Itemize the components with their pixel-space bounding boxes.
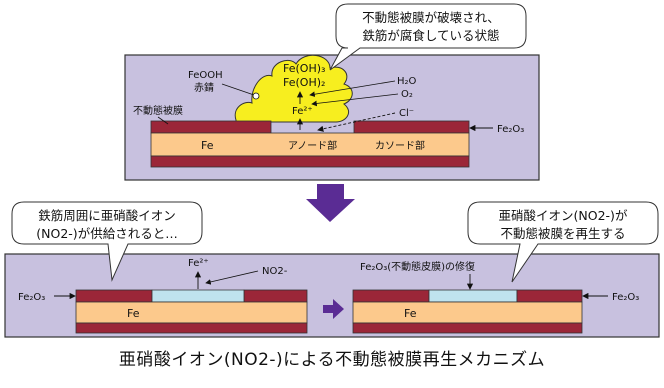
callout-top-line2: 鉄筋が腐食している状態 <box>362 28 499 43</box>
label-anode: アノード部 <box>288 139 337 152</box>
label-cathode: カソード部 <box>375 139 425 152</box>
bl-film-left <box>75 289 153 303</box>
label-fe-top: Fe <box>201 139 214 152</box>
label-h2o: H₂O <box>397 76 417 87</box>
callout-bottom-left-line2: (NO2-)が供給されると… <box>36 226 177 241</box>
callout-bottom-left-line1: 鉄筋周囲に亜硝酸イオン <box>38 208 176 223</box>
bl-film-bottom <box>75 322 308 334</box>
pointer-feooh <box>221 83 255 96</box>
arrow-o2 <box>311 93 399 107</box>
callout-bottom-right-line1: 亜硝酸イオン(NO2-)が <box>499 208 628 223</box>
br-film-right <box>516 289 583 303</box>
bl-nitrite-layer <box>151 289 245 303</box>
pointer-passive-film <box>157 116 169 125</box>
label-fe2o3-br: Fe₂O₃ <box>612 292 639 303</box>
br-repaired-film <box>428 289 518 303</box>
label-feoh3: Fe(OH)₃ <box>283 62 325 75</box>
pointer-dot <box>252 92 260 100</box>
bl-iron-bar <box>75 301 308 324</box>
passive-film-right <box>353 120 470 134</box>
arrow-cl <box>317 112 396 132</box>
label-o2: O₂ <box>401 89 413 100</box>
caption: 亜硝酸イオン(NO2-)による不動態被膜再生メカニズム <box>118 350 546 370</box>
br-iron-bar <box>352 301 583 324</box>
passive-film-left <box>150 120 272 134</box>
label-fe2plus-bl: Fe²⁺ <box>188 258 209 269</box>
callout-top-line1: 不動態被膜が破壊され、 <box>362 10 500 25</box>
label-fe2o3-top: Fe₂O₃ <box>497 124 524 135</box>
rust-blob <box>234 54 353 123</box>
label-feoh2: Fe(OH)₂ <box>283 76 325 89</box>
label-fe2plus-top: Fe²⁺ <box>292 106 313 117</box>
label-fe2o3-bl: Fe₂O₃ <box>18 292 45 303</box>
callout-bottom-right-line2: 不動態被膜を再生する <box>500 226 625 241</box>
arrow-h2o <box>309 80 396 97</box>
br-film-bottom <box>352 322 583 334</box>
label-repair: Fe₂O₃(不動態皮膜)の修復 <box>360 260 475 273</box>
label-fe-br: Fe <box>404 307 417 320</box>
callout-bottom-right <box>467 201 659 283</box>
br-film-left <box>352 289 430 303</box>
label-passive-film: 不動態被膜 <box>133 104 183 117</box>
callout-top <box>329 3 527 71</box>
label-cl: Cl⁻ <box>399 108 414 119</box>
bl-film-right <box>243 289 308 303</box>
passive-film-bottom <box>150 155 470 168</box>
right-arrow <box>323 299 344 319</box>
label-red-rust: 赤錆 <box>194 81 214 94</box>
label-feooh: FeOOH <box>188 70 223 81</box>
callout-bottom-left <box>11 201 203 282</box>
label-no2-bl: NO2- <box>262 266 288 277</box>
label-fe-bl: Fe <box>127 307 140 320</box>
down-arrow <box>306 184 355 222</box>
arrow-no2-bl <box>205 270 259 285</box>
